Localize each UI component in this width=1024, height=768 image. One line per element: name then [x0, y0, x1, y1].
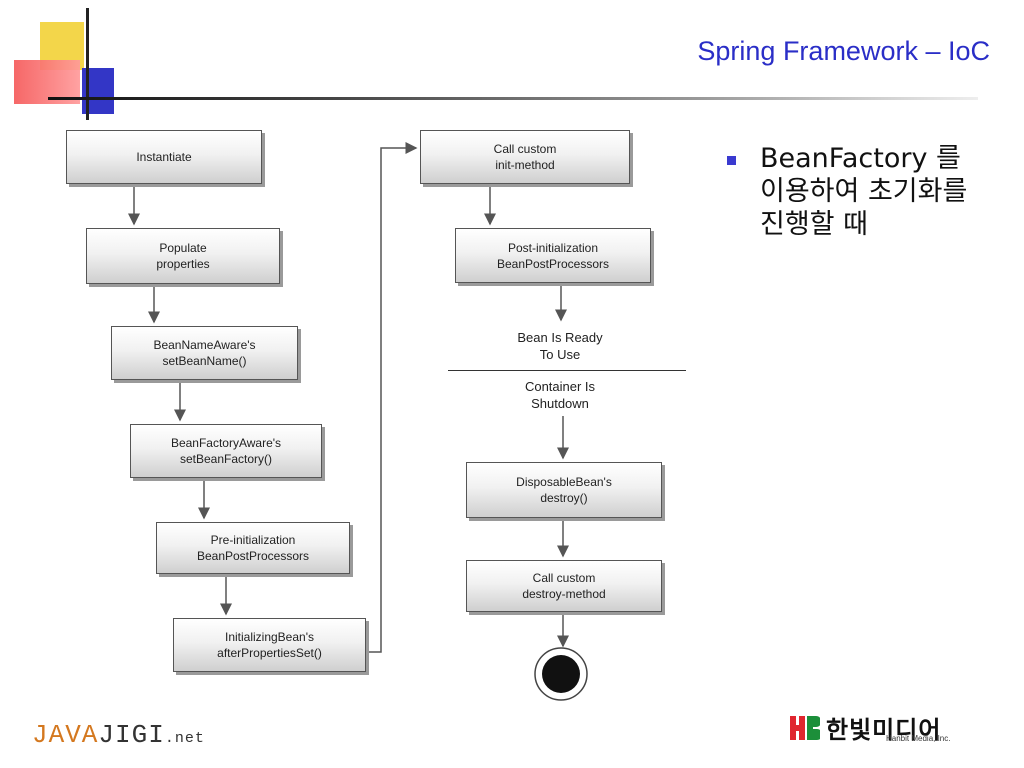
step-bean-factory-aware: BeanFactoryAware's setBeanFactory(): [130, 424, 322, 478]
footer-logo-java: JAVA: [32, 720, 99, 750]
step-disposable-bean: DisposableBean's destroy(): [466, 462, 662, 518]
slide-title: Spring Framework – IoC: [697, 36, 990, 66]
hanbit-logo-icon: [790, 716, 820, 740]
footer-logo-jigi: JIGI: [98, 720, 165, 750]
step-pre-initialization: Pre-initialization BeanPostProcessors: [156, 522, 350, 574]
label-container-shutdown: Container Is Shutdown: [524, 379, 596, 411]
step-post-initialization: Post-initialization BeanPostProcessors: [455, 228, 651, 283]
step-bean-name-aware: BeanNameAware's setBeanName(): [111, 326, 298, 380]
title-underline: [48, 97, 978, 100]
publisher-name: 한빛미디어: [826, 716, 942, 744]
label-bean-ready: Bean Is Ready To Use: [517, 330, 603, 362]
lifecycle-separator: [448, 370, 686, 371]
step-initializing-bean: InitializingBean's afterPropertiesSet(): [173, 618, 366, 672]
footer-logo-net: .net: [164, 730, 205, 747]
step-custom-init-method: Call custom init-method: [420, 130, 630, 184]
step-custom-destroy-method: Call custom destroy-method: [466, 560, 662, 612]
decoration-red-square: [14, 60, 80, 104]
publisher-subtitle: Hanbit Media, Inc.: [886, 734, 951, 743]
bullet-text: BeanFactory 를 이용하여 초기화를 진행할 때: [760, 143, 968, 240]
hanbit-media-logo: 한빛미디어 Hanbit Media, Inc.: [790, 712, 980, 752]
end-node-fill: [542, 655, 580, 693]
decoration-vertical-line: [86, 8, 89, 120]
footer-javajigi-logo: JAVAJIGI.net: [32, 720, 205, 750]
bullet-marker: [727, 156, 736, 165]
arrow-6-loop: [367, 142, 418, 653]
step-populate-properties: Populate properties: [86, 228, 280, 284]
step-instantiate: Instantiate: [66, 130, 262, 184]
